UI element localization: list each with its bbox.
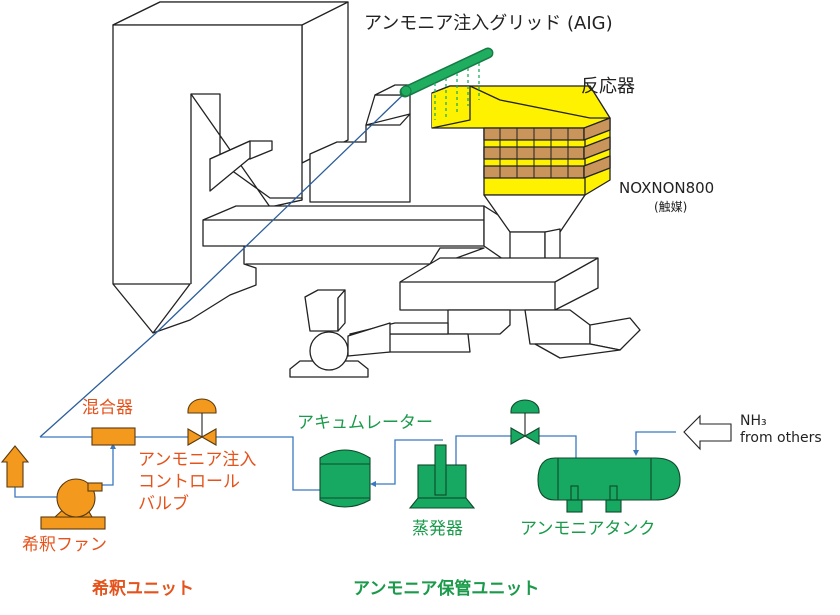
catalyst-sub-label: (触媒) (654, 200, 688, 214)
induced-draft-fan (289, 289, 391, 378)
ammonia-tank-label: アンモニアタンク (520, 519, 656, 539)
nh3-label: NH₃ (740, 413, 767, 429)
control-valve-label-2: コントロール (138, 472, 240, 492)
from-others-label: from others (740, 430, 822, 446)
evaporator (408, 444, 476, 509)
control-valve-body (187, 428, 217, 446)
catalyst-blocks (483, 117, 611, 179)
dilution-fan (56, 478, 96, 518)
control-valve-label-1: アンモニア注入 (138, 450, 257, 470)
accumulator-label: アキュムレーター (297, 413, 433, 433)
storage-valve-actuator (510, 399, 540, 414)
storage-unit-equipment (319, 399, 681, 513)
reactor-label: 反応器 (581, 76, 635, 97)
nh3-inlet-arrow (683, 414, 732, 451)
aig-pipe (399, 47, 494, 120)
storage-unit-title: アンモニア保管ユニット (353, 579, 540, 599)
control-valve-label-3: バルブ (138, 494, 189, 514)
exhaust-arrow (0, 445, 30, 488)
dilution-fan-label: 希釈ファン (22, 535, 107, 555)
control-valve-actuator (187, 398, 217, 414)
mixer-label: 混合器 (82, 398, 133, 418)
mixer (91, 427, 136, 446)
catalyst-name-label: NOXNON800 (619, 179, 715, 197)
evaporator-label: 蒸発器 (412, 519, 463, 539)
dilution-unit-equipment (0, 398, 217, 530)
hopper-and-ducts (349, 194, 641, 359)
storage-valve-body (510, 427, 540, 445)
flue-duct (202, 84, 526, 267)
aig-label: アンモニア注入グリッド (AIG) (364, 13, 613, 34)
ammonia-air-line (39, 90, 408, 438)
dilution-unit-title: 希釈ユニット (92, 579, 194, 599)
ammonia-tank (537, 457, 681, 513)
